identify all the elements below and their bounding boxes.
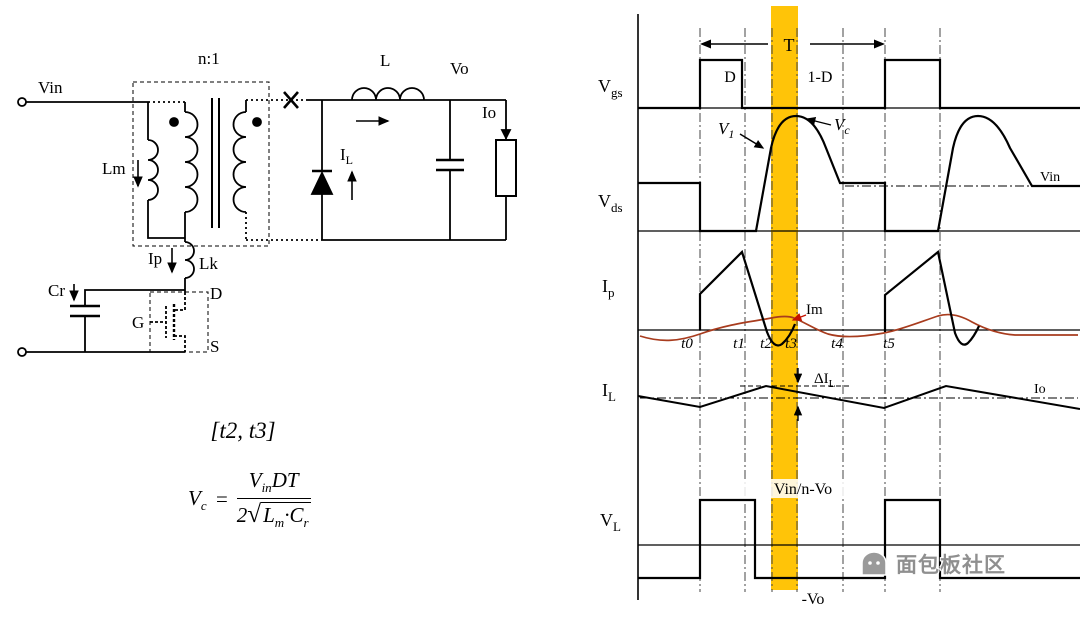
- circuit-labels: Vin n:1 L Vo Io Lm IL Ip Lk Cr D G S: [38, 49, 496, 356]
- lk-label: Lk: [199, 254, 218, 273]
- il-row-label: IL: [602, 380, 616, 404]
- vl-trace: [638, 498, 1080, 580]
- row-labels: Vgs Vds Ip IL VL: [598, 76, 623, 534]
- mosfet-source-lead: [174, 335, 186, 352]
- vgs-trace: [638, 58, 1080, 110]
- vo-label: Vo: [450, 59, 469, 78]
- ip-trace-period2: [883, 250, 981, 346]
- period-arrow: [700, 39, 885, 49]
- t0-label: t0: [681, 336, 693, 352]
- secondary-dot: [252, 117, 262, 127]
- vc-arrow: [805, 116, 832, 126]
- wire: [147, 200, 185, 239]
- source-label: S: [210, 337, 219, 356]
- t2-t3-highlight-band: [771, 6, 798, 590]
- il-label: IL: [340, 145, 353, 167]
- l-label: L: [380, 51, 390, 70]
- im-arrow: [791, 313, 807, 321]
- input-terminal-top: [17, 97, 27, 107]
- vl-neg-label: -Vo: [802, 591, 825, 608]
- vin-level-label: Vin: [1040, 170, 1060, 185]
- gate-label: G: [132, 313, 144, 332]
- il-trace: [637, 384, 1080, 410]
- primary-dot: [169, 117, 179, 127]
- im-trace: [639, 313, 1078, 342]
- interval-label: [t2, t3]: [210, 418, 276, 443]
- vgs-row-label: Vgs: [598, 76, 623, 100]
- formula-equals: =: [214, 487, 229, 512]
- wire: [84, 289, 185, 306]
- watermark-text: 面包板社区: [896, 554, 1006, 577]
- waveform-panel: T D 1-D V1 Vc Vin Im t0 t1 t2 t3 t4 t5: [598, 6, 1080, 608]
- vds-row-label: Vds: [598, 191, 623, 215]
- t3-label: t3: [785, 336, 797, 352]
- formula-lhs: Vc: [188, 485, 207, 513]
- one-minus-d-label: 1-D: [808, 69, 833, 86]
- vc-formula: Vc = VinDT 2√Lm·Cr: [188, 468, 311, 531]
- watermark: 面包板社区: [858, 548, 1006, 580]
- t4-label: t4: [831, 336, 843, 352]
- mosfet-box: [149, 291, 209, 353]
- formula-numerator: VinDT: [236, 468, 311, 500]
- lm-inductor: [147, 139, 159, 201]
- load-resistor: [495, 139, 517, 197]
- duty-label: D: [724, 69, 736, 86]
- t2-label: t2: [760, 336, 772, 352]
- formula-fraction: VinDT 2√Lm·Cr: [236, 468, 311, 531]
- time-labels: t0 t1 t2 t3 t4 t5: [681, 336, 895, 352]
- ip-trace-period1: [698, 249, 797, 347]
- transformer-box: [132, 81, 270, 247]
- output-inductor: [351, 87, 425, 101]
- vds-trace: [638, 114, 1080, 233]
- secondary-winding: [232, 111, 247, 213]
- io-level-label: Io: [1034, 382, 1046, 397]
- turns-ratio-label: n:1: [198, 49, 220, 68]
- io-arrowhead: [500, 129, 512, 141]
- vl-pos-label-bg: [744, 479, 862, 498]
- vin-label: Vin: [38, 78, 63, 97]
- diode-icon: [310, 170, 334, 195]
- cr-label: Cr: [48, 281, 65, 300]
- vl-pos-label: Vin/n-Vo: [774, 481, 832, 498]
- vc-label: Vc: [834, 115, 850, 137]
- im-label: Im: [806, 302, 823, 318]
- primary-winding: [184, 111, 199, 213]
- ip-label: Ip: [148, 249, 162, 268]
- circuit-diagram: [17, 81, 517, 357]
- period-label: T: [784, 35, 795, 55]
- input-terminal-bottom: [17, 347, 27, 357]
- lm-label: Lm: [102, 159, 126, 178]
- drain-label: D: [210, 284, 222, 303]
- v1-arrow: [739, 133, 765, 149]
- delta-il-label: ΔIL: [814, 371, 836, 390]
- formula-denominator: 2√Lm·Cr: [236, 501, 311, 531]
- t1-label: t1: [733, 336, 745, 352]
- switch-x-mark: [283, 91, 299, 109]
- vl-row-label: VL: [600, 510, 621, 534]
- io-label: Io: [482, 103, 496, 122]
- ip-row-label: Ip: [602, 276, 615, 300]
- mosfet-drain-lead: [174, 292, 186, 311]
- v1-label: V1: [718, 119, 734, 141]
- t5-label: t5: [883, 336, 895, 352]
- lk-inductor: [184, 241, 195, 279]
- watermark-logo-icon: [861, 551, 887, 576]
